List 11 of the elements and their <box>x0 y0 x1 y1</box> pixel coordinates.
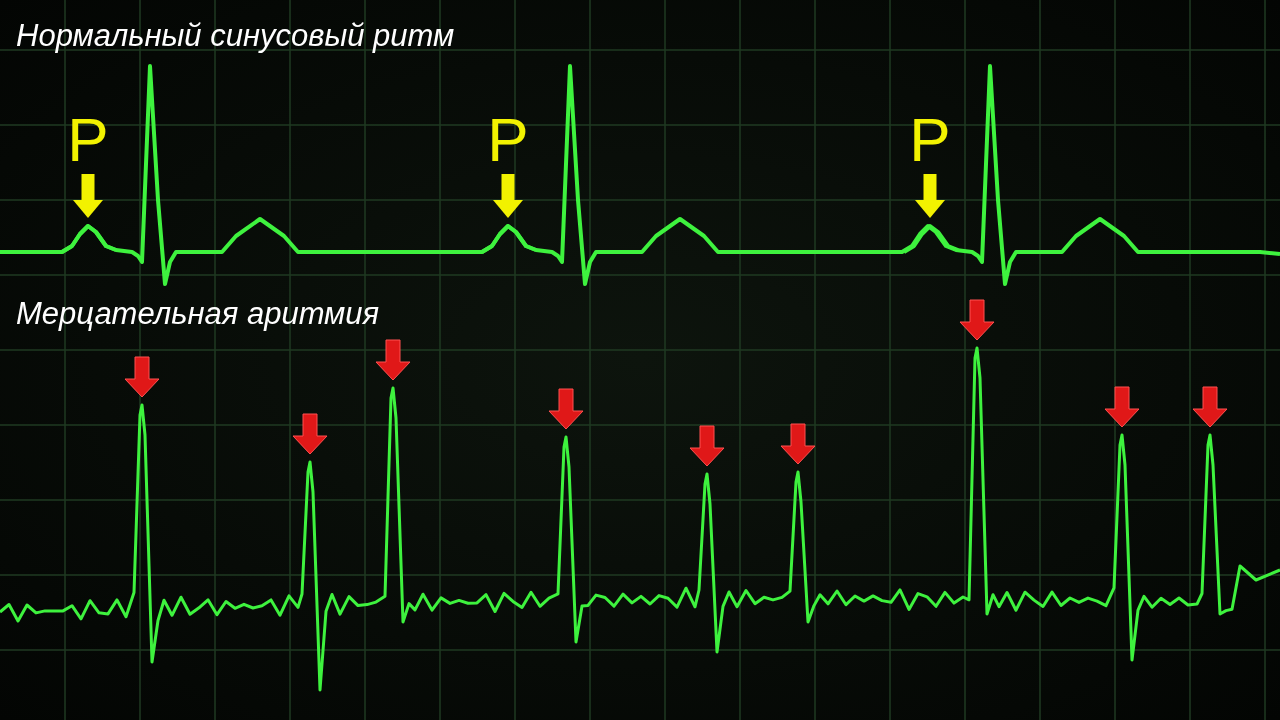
wave-label: P <box>66 110 110 170</box>
p-wave-drawing <box>480 224 537 254</box>
pointer-arrow <box>493 174 523 218</box>
wave-label: P <box>486 110 530 170</box>
pointer-arrow <box>915 174 945 218</box>
wave-label: P <box>908 110 952 170</box>
p-wave-drawing <box>60 224 117 254</box>
section-heading: Мерцательная аритмия <box>16 296 380 332</box>
p-wave-drawing <box>902 224 959 254</box>
pointer-arrow <box>73 174 103 218</box>
section-heading: Нормальный синусовый ритм <box>16 18 455 54</box>
